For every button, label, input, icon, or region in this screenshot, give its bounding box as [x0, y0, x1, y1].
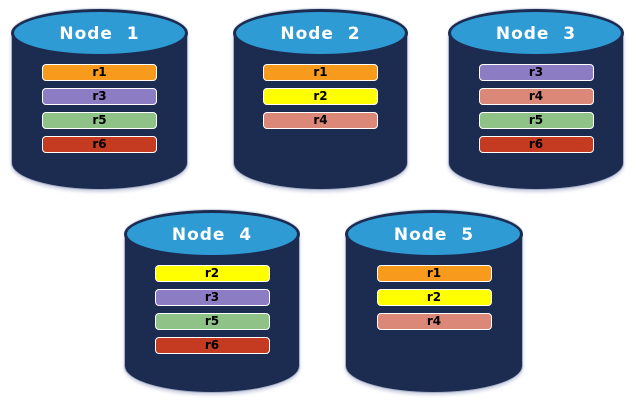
- replica-bar-r6: r6: [154, 337, 270, 354]
- replica-bar-r5: r5: [478, 112, 594, 129]
- replica-bar-r3: r3: [478, 64, 594, 81]
- replica-bar-r1: r1: [42, 64, 157, 81]
- cylinder-top-ellipse: Node 4: [124, 210, 300, 258]
- cylinder-top-ellipse: Node 1: [11, 9, 188, 57]
- replica-bar-r4: r4: [478, 88, 594, 105]
- cylinder-top-ellipse: Node 5: [345, 210, 523, 258]
- node-cylinder-3: Node 3 r3 r4 r5 r6: [448, 9, 624, 190]
- replica-list: r3 r4 r5 r6: [448, 64, 624, 153]
- node-title: Node 3: [495, 24, 577, 44]
- replica-list: r1 r2 r4: [345, 265, 523, 330]
- replica-bar-r3: r3: [42, 88, 157, 105]
- replica-list: r1 r2 r4: [233, 64, 408, 129]
- replica-bar-r2: r2: [376, 289, 492, 306]
- replica-bar-r1: r1: [376, 265, 492, 282]
- replica-bar-r4: r4: [376, 313, 492, 330]
- cylinder-body: [233, 33, 408, 190]
- replica-list: r2 r3 r5 r6: [124, 265, 300, 354]
- replica-bar-r5: r5: [42, 112, 157, 129]
- replica-bar-r3: r3: [154, 289, 270, 306]
- node-cylinder-4: Node 4 r2 r3 r5 r6: [124, 210, 300, 393]
- replica-bar-r6: r6: [42, 136, 157, 153]
- cylinder-top-ellipse: Node 3: [448, 9, 624, 57]
- node-title: Node 2: [280, 24, 361, 44]
- replica-bar-r4: r4: [263, 112, 378, 129]
- replica-bar-r6: r6: [478, 136, 594, 153]
- node-title: Node 1: [59, 24, 140, 44]
- replica-list: r1 r3 r5 r6: [11, 64, 188, 153]
- node-cylinder-2: Node 2 r1 r2 r4: [233, 9, 408, 190]
- cylinder-top-ellipse: Node 2: [233, 9, 408, 57]
- cylinder-body: [11, 33, 188, 190]
- node-title: Node 5: [393, 225, 475, 245]
- replica-bar-r2: r2: [154, 265, 270, 282]
- node-title: Node 4: [171, 225, 253, 245]
- replica-bar-r1: r1: [263, 64, 378, 81]
- node-cylinder-5: Node 5 r1 r2 r4: [345, 210, 523, 393]
- cylinder-body: [448, 33, 624, 190]
- node-cylinder-1: Node 1 r1 r3 r5 r6: [11, 9, 188, 190]
- replica-bar-r2: r2: [263, 88, 378, 105]
- replica-bar-r5: r5: [154, 313, 270, 330]
